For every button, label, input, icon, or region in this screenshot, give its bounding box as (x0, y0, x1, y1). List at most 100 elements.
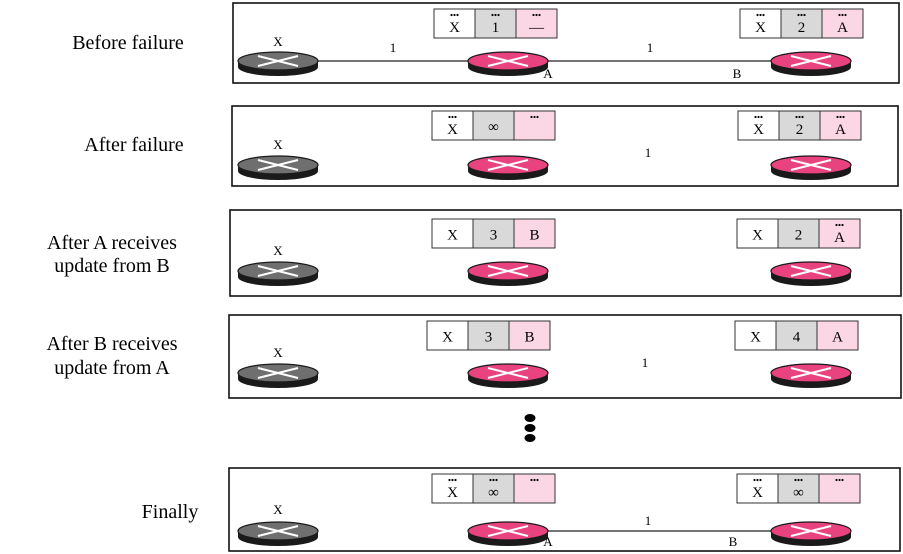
table-cell-next-hop (513, 473, 556, 504)
stage-label: Finally (142, 501, 199, 523)
table-value-destination: X (447, 122, 458, 138)
table-cell-destination (431, 110, 474, 141)
router-b-label: B (733, 66, 742, 81)
table-value-next-hop: B (524, 330, 534, 346)
link-cost-x-a: 1 (390, 40, 397, 55)
router-a-icon (467, 261, 549, 286)
router-x-label: X (273, 243, 283, 258)
router-x-icon (237, 363, 319, 388)
table-dots-icon (753, 478, 762, 482)
router-arrows-icon (487, 525, 529, 537)
table-cell-cost (775, 320, 818, 351)
table-value-next-hop: B (529, 228, 539, 244)
stage-box (228, 314, 902, 399)
table-cell-next-hop (508, 320, 551, 351)
stage-label: After B receives (46, 333, 177, 355)
table-dots-icon (795, 115, 804, 119)
table-cell-cost (472, 110, 515, 141)
table-value-destination: X (752, 485, 763, 501)
link-cost-a-b: 1 (642, 355, 649, 370)
router-x-label: X (273, 502, 283, 517)
stage-label: After failure (84, 134, 184, 156)
router-b-icon (770, 155, 852, 180)
stage-label: After A receives (47, 232, 177, 254)
table-dots-icon (450, 13, 459, 17)
table-cell-next-hop (821, 8, 864, 39)
router-b-label: B (729, 534, 738, 549)
table-dots-icon (489, 478, 498, 482)
table-cell-cost (778, 110, 821, 141)
router-arrows-icon (257, 55, 299, 67)
table-cell-cost (474, 8, 517, 39)
table-dots-icon (530, 478, 539, 482)
table-value-cost: 1 (492, 20, 500, 36)
table-cell-destination (433, 8, 476, 39)
stage-box (229, 209, 902, 297)
table-cell-destination (737, 110, 780, 141)
router-arrows-icon (790, 55, 832, 67)
router-b-icon (770, 521, 852, 546)
table-cell-next-hop (513, 218, 556, 249)
table-cell-next-hop (818, 218, 861, 249)
router-b-icon (770, 261, 852, 286)
routing-table-a: X∞ (431, 110, 556, 141)
routing-table-a: X∞ (431, 473, 556, 504)
router-arrows-icon (257, 265, 299, 277)
table-value-cost: ∞ (793, 485, 804, 501)
table-cell-cost (467, 320, 510, 351)
table-dots-icon (797, 13, 806, 17)
router-x-icon (237, 521, 319, 546)
table-cell-destination (431, 473, 474, 504)
table-dots-icon (794, 478, 803, 482)
table-value-destination: X (755, 20, 766, 36)
router-a-label: A (543, 66, 553, 81)
table-cell-destination (739, 8, 782, 39)
table-value-cost: 2 (796, 122, 804, 138)
table-cell-cost (472, 473, 515, 504)
router-arrows-icon (790, 265, 832, 277)
link-cost-a-b: 1 (645, 145, 652, 160)
router-x-label: X (273, 345, 283, 360)
table-value-next-hop: A (834, 230, 845, 246)
table-value-cost: 3 (490, 228, 498, 244)
table-cell-destination (736, 218, 779, 249)
table-dots-icon (836, 115, 845, 119)
router-b-icon (770, 51, 852, 76)
table-value-destination: X (449, 20, 460, 36)
stage-box (231, 105, 899, 187)
table-value-cost: 4 (793, 330, 801, 346)
router-arrows-icon (790, 367, 832, 379)
table-value-destination: X (442, 330, 453, 346)
vertical-ellipsis-icon (524, 414, 536, 442)
router-arrows-icon (790, 525, 832, 537)
table-cell-next-hop (818, 473, 861, 504)
table-cell-destination (431, 218, 474, 249)
stage-box (232, 2, 900, 84)
table-value-destination: X (750, 330, 761, 346)
table-cell-cost (780, 8, 823, 39)
router-a-icon (467, 155, 549, 180)
table-cell-destination (736, 473, 779, 504)
router-arrows-icon (487, 55, 529, 67)
stage-label: update from A (54, 357, 170, 379)
table-dots-icon (491, 13, 500, 17)
router-a-label: A (543, 534, 553, 549)
table-cell-next-hop (513, 110, 556, 141)
router-a-icon (467, 363, 549, 388)
router-arrows-icon (487, 265, 529, 277)
table-dots-icon (835, 478, 844, 482)
router-x-icon (237, 155, 319, 180)
table-dots-icon (532, 13, 541, 17)
table-dots-icon (448, 115, 457, 119)
table-dots-icon (754, 115, 763, 119)
table-dots-icon (756, 13, 765, 17)
table-value-cost: 2 (798, 20, 806, 36)
stage-label: update from B (54, 255, 170, 277)
table-value-destination: X (447, 228, 458, 244)
